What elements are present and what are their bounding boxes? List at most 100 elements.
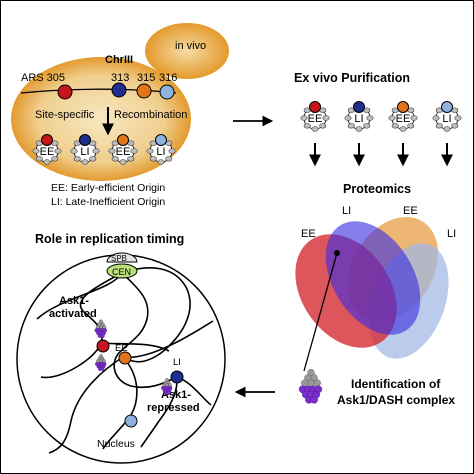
nucleosome — [366, 115, 374, 121]
nucleus-origin-ee-orange — [118, 351, 132, 365]
nucleosome — [322, 115, 330, 121]
origin-label-316: 316 — [159, 72, 177, 84]
chromosome-label: ChrIII — [105, 54, 133, 66]
minichromosome-li-1: LI — [70, 134, 100, 165]
proteomics-title: Proteomics — [343, 182, 411, 196]
origin-dot — [79, 134, 91, 146]
circle-label: EE — [116, 146, 131, 158]
nucleosome — [410, 115, 418, 121]
nucleosome — [451, 123, 459, 129]
venn-ellipse-li-blue — [325, 221, 421, 335]
in-vivo-label: in vivo — [175, 40, 206, 52]
nucleosome — [157, 159, 165, 165]
chromatin-threads — [36, 267, 214, 454]
minichromosome-ee-2: EE — [108, 134, 138, 165]
purified-li-3: LI — [432, 101, 462, 132]
nucleosome — [111, 156, 119, 162]
spb-label: SPB — [111, 254, 127, 263]
budding-cell — [145, 23, 229, 79]
origin-dot — [397, 101, 409, 113]
nucleosome — [443, 126, 451, 132]
venn-label-li-right: LI — [447, 228, 456, 240]
dash-complex-near-ee — [94, 319, 107, 338]
dash-complex-near-li — [161, 378, 173, 395]
dash-subunit-purple — [310, 396, 318, 404]
replication-timing-title: Role in replication timing — [35, 232, 184, 246]
dash-subunit-purple — [100, 333, 105, 338]
yeast-cell-panel: in vivo ChrIII ARS 305 313 315 316 Site-… — [11, 23, 229, 208]
nucleosome — [303, 123, 311, 129]
circle-label: LI — [442, 113, 451, 125]
origin-dot — [309, 101, 321, 113]
origin-dot-316 — [159, 84, 175, 100]
origin-label-313: 313 — [111, 72, 129, 84]
activated-line1: Ask1- — [59, 295, 89, 307]
nucleosome — [89, 156, 97, 162]
origin-dot-313 — [111, 82, 127, 98]
chromosome-line — [20, 88, 177, 94]
nucleus-ee-label: EE — [115, 343, 128, 354]
nucleosome — [347, 123, 355, 129]
venn-label-ee-top: EE — [403, 205, 418, 217]
origin-label-315: 315 — [137, 72, 155, 84]
dash-subunit-gray — [165, 378, 169, 382]
site-specific-label: Site-specific — [35, 109, 95, 121]
repressed-line2: repressed — [147, 402, 200, 414]
circle-label: EE — [308, 113, 323, 125]
nucleosome — [35, 156, 43, 162]
nucleosome — [130, 148, 138, 154]
origin-dot — [155, 134, 167, 146]
dash-subunit-purple — [100, 367, 105, 371]
venn-pointer-dot — [334, 250, 340, 256]
nucleosome — [51, 156, 59, 162]
nucleosome — [127, 156, 135, 162]
nucleosome — [32, 148, 40, 154]
nucleus-li-label: LI — [173, 357, 181, 368]
purified-ee-0: EE — [300, 101, 330, 132]
origin-label-ars305: ARS 305 — [21, 72, 65, 84]
dash-complex-lower — [95, 354, 107, 371]
legend-li: LI: Late-Inefficient Origin — [51, 196, 165, 208]
ask1-dash-complex-icon — [298, 368, 323, 404]
nucleus-panel: Role in replication timing SPB CEN Ask1-… — [16, 232, 226, 464]
purified-ee-2: EE — [388, 101, 418, 132]
nucleosome — [146, 148, 154, 154]
venn-label-ee-left: EE — [301, 228, 316, 240]
identification-panel: Identification of Ask1/DASH complex — [298, 368, 455, 407]
identification-line2: Ask1/DASH complex — [337, 393, 455, 407]
nucleosome — [432, 115, 440, 121]
cen-shape — [106, 263, 138, 279]
proteomics-venn: EE LI EE LI — [295, 205, 456, 372]
origin-dot — [441, 101, 453, 113]
nucleosome — [355, 126, 363, 132]
identification-line1: Identification of — [351, 377, 441, 391]
circle-label: EE — [40, 146, 55, 158]
nucleosome — [70, 148, 78, 154]
nucleosome — [435, 123, 443, 129]
cen-label: CEN — [112, 267, 131, 277]
nucleosome — [311, 126, 319, 132]
dash-subunit-gray — [304, 374, 312, 382]
nucleosome — [300, 115, 308, 121]
minichromosome-li-3: LI — [146, 134, 176, 165]
dash-complexes-in-nucleus — [94, 319, 173, 395]
nucleosome — [399, 126, 407, 132]
nucleosome — [108, 148, 116, 154]
nucleosome — [92, 148, 100, 154]
nucleosome — [391, 123, 399, 129]
dash-subunit-gray — [99, 354, 103, 358]
dash-subunit-purple — [166, 391, 171, 395]
venn-label-li-top: LI — [342, 205, 351, 217]
purification-title: Ex vivo Purification — [294, 71, 410, 85]
activated-line2: activated — [49, 308, 97, 320]
origin-dot — [41, 134, 53, 146]
nucleosome — [454, 115, 462, 121]
circle-label: LI — [80, 146, 89, 158]
dash-subunit-gray — [307, 368, 315, 377]
nucleus-origin-ee-red — [96, 339, 110, 353]
spb-shape — [106, 252, 138, 263]
recombination-label: Recombination — [114, 109, 187, 121]
